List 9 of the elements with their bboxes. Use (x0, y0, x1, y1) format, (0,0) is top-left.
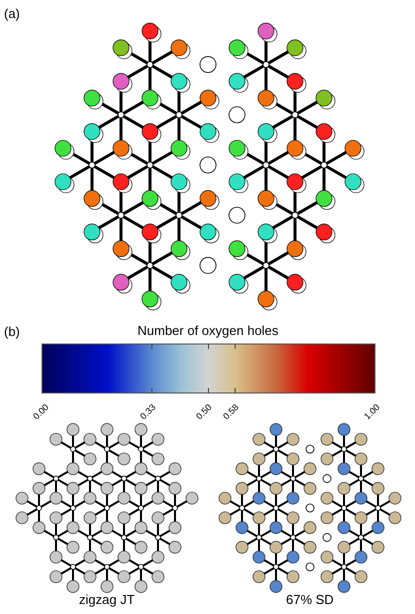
colorbar-title: Number of oxygen holes (138, 323, 278, 338)
tick-label: 0.00 (31, 402, 51, 422)
caption: zigzag JT (79, 592, 135, 607)
tick-label: 0.50 (194, 402, 214, 422)
panel-label: (b) (4, 324, 20, 339)
caption: 67% SD (286, 592, 334, 607)
panel-label: (a) (4, 6, 20, 21)
tick-label: 0.58 (221, 402, 241, 422)
tick-label: 0.33 (138, 402, 158, 422)
